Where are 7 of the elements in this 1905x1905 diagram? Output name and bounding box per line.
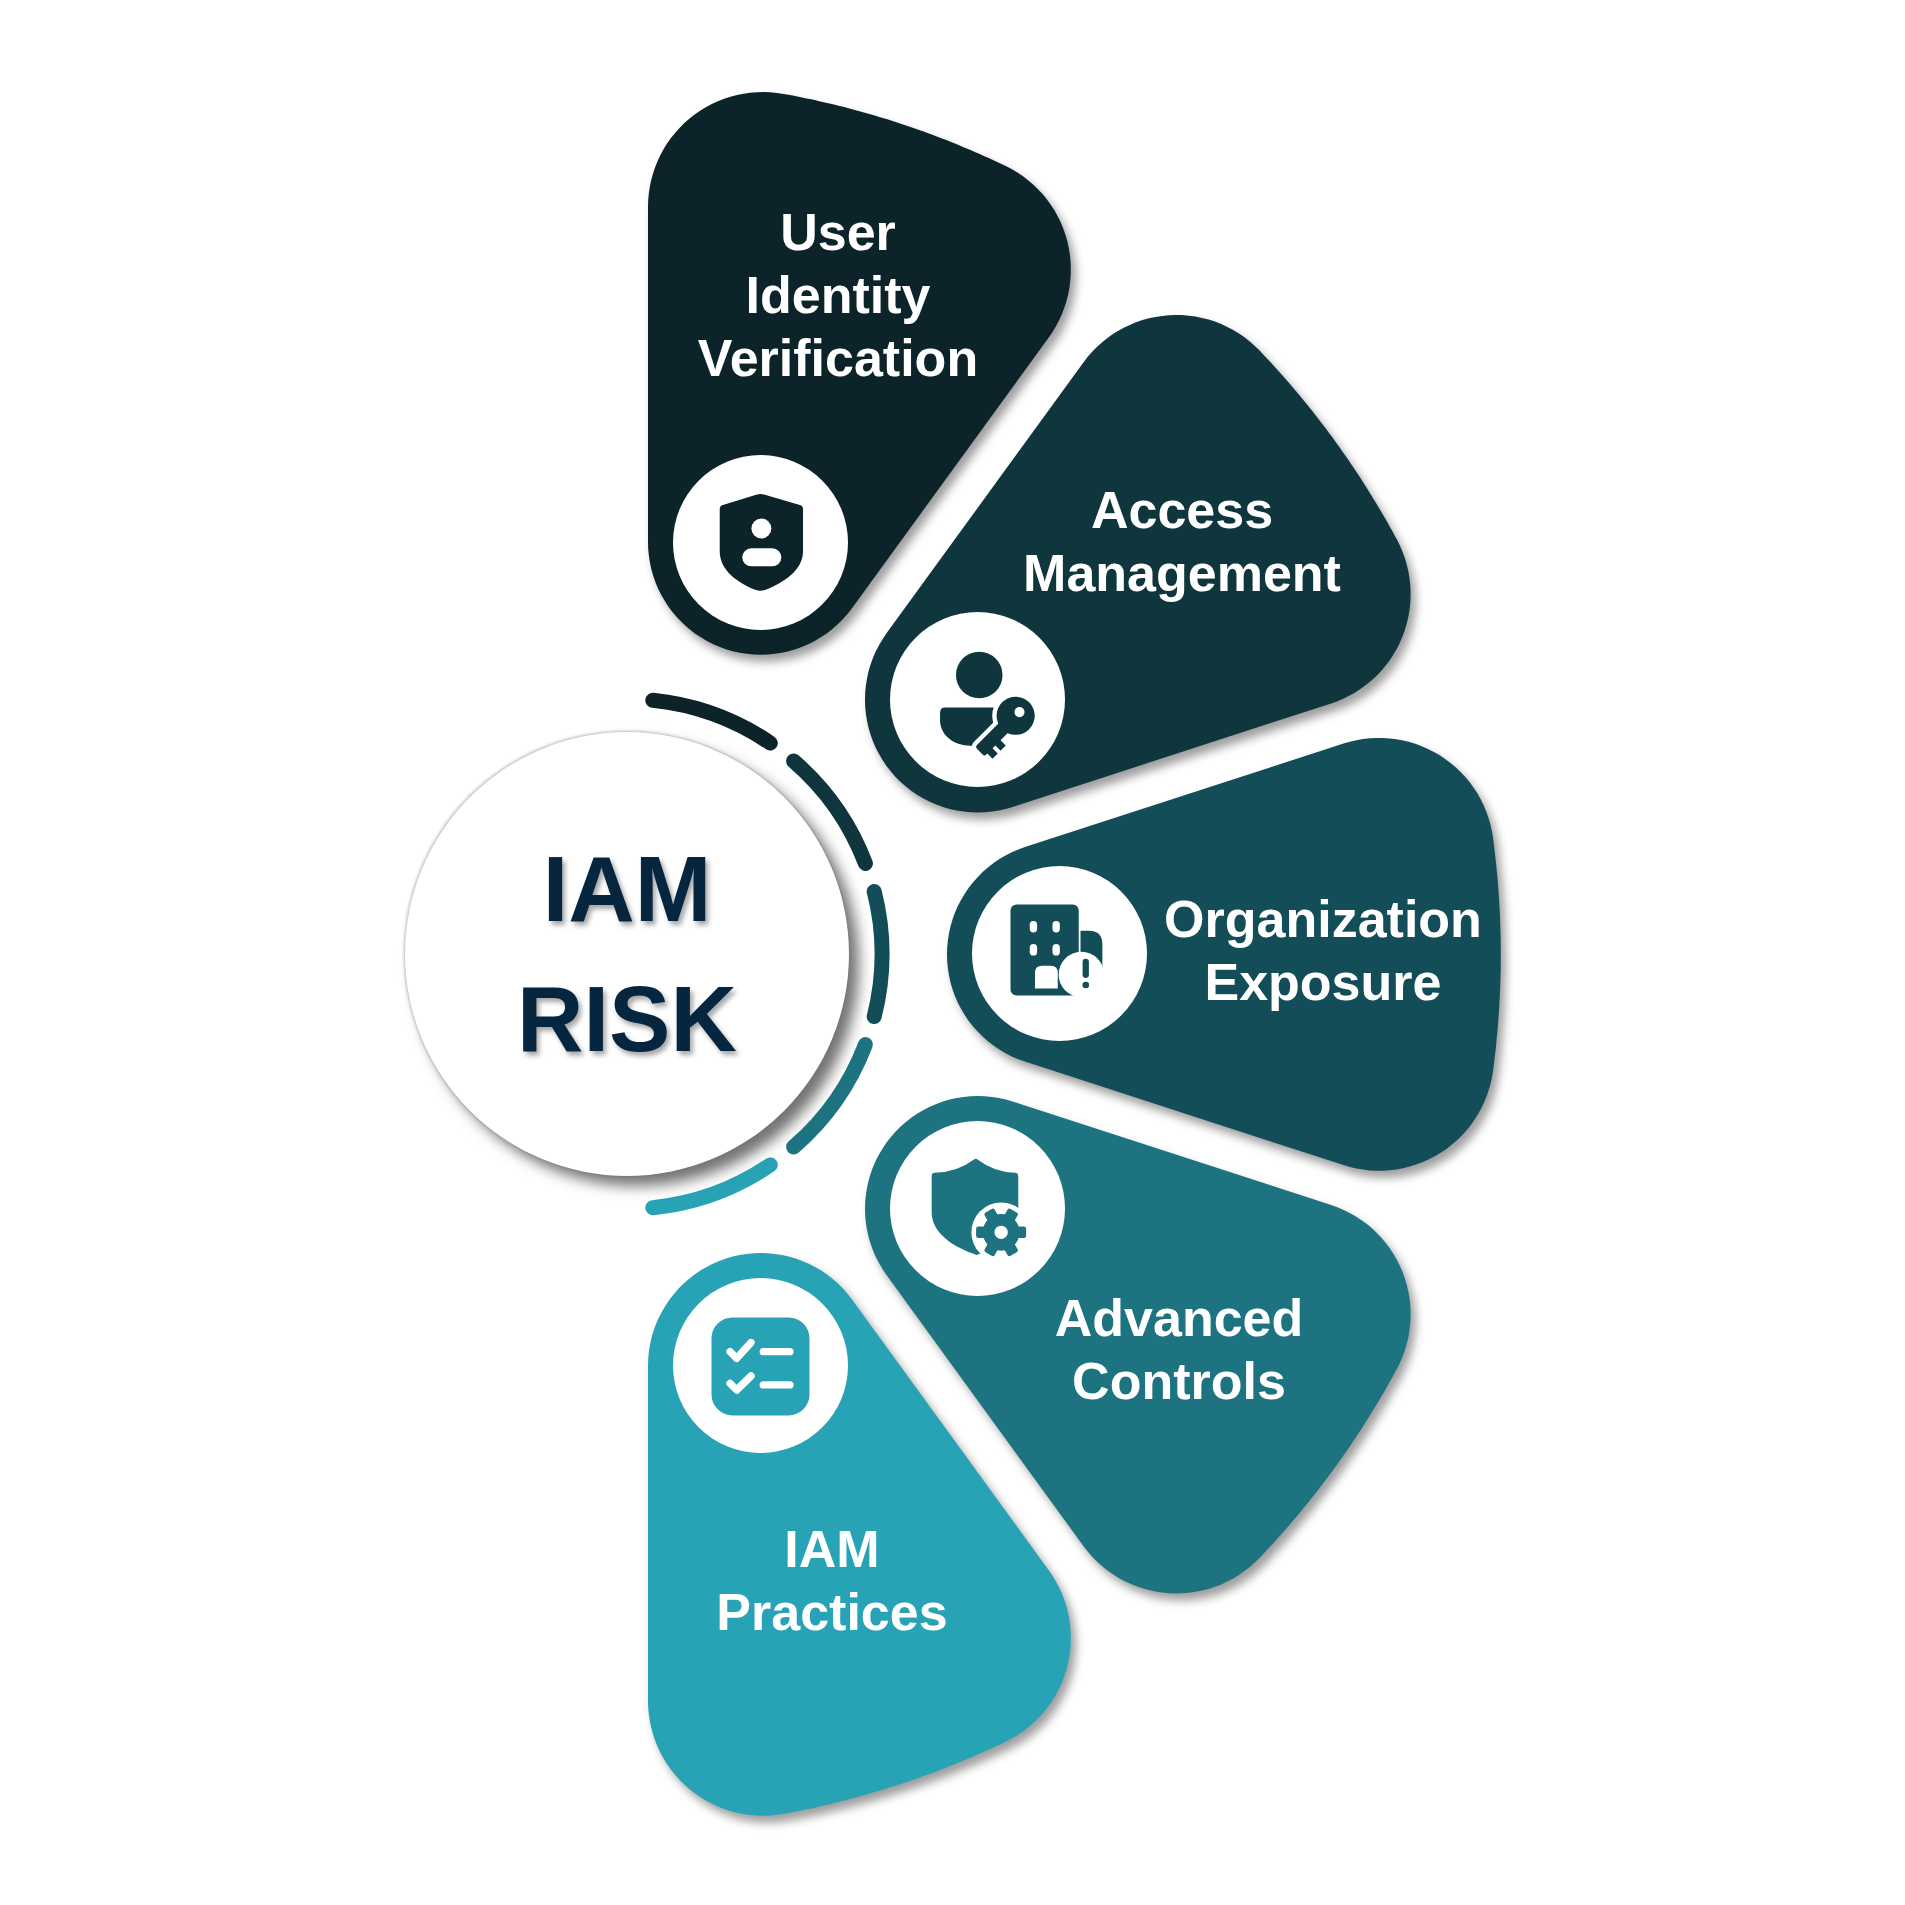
- petal-label: IAM Practices: [715, 1519, 949, 1643]
- petal-label: User Identity Verification: [696, 201, 980, 389]
- petal-label: Access Management: [1022, 480, 1342, 604]
- petal-label: Organization Exposure: [1163, 889, 1483, 1013]
- petal-label: Advanced Controls: [1053, 1288, 1305, 1412]
- petal-shape: [947, 737, 1501, 1171]
- hub-title: IAM RISK: [516, 837, 738, 1072]
